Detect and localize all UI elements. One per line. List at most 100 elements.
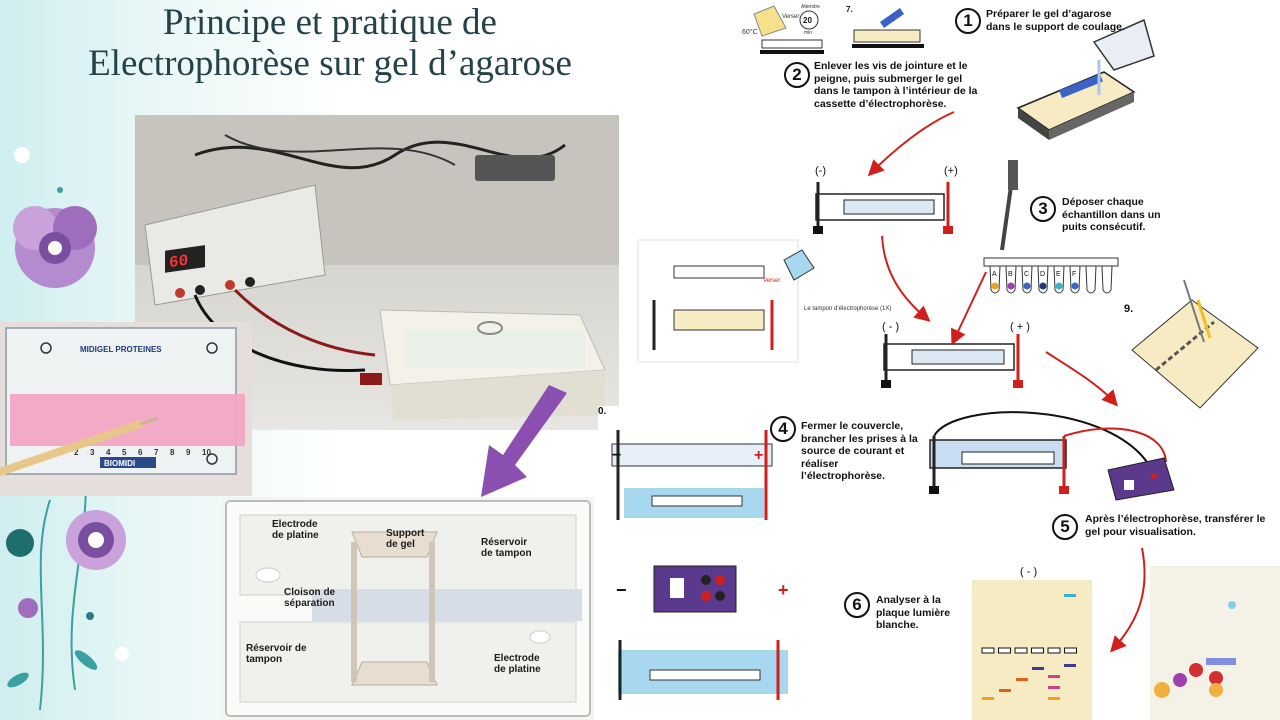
mini-min-unit: min	[804, 30, 812, 36]
procedure-diagram: 60°C Verser Attendre 20 min 7. A B C D E F	[598, 2, 1280, 720]
label-nine: 9.	[1124, 303, 1133, 315]
pole-neg-step2: (-)	[815, 165, 826, 177]
inset-plus: +	[754, 447, 763, 464]
photo-gel-plate: MIDIGEL PROTEINES BIOMIDI 12345678910	[0, 322, 252, 496]
gel-brand-top: MIDIGEL PROTEINES	[80, 345, 162, 354]
purple-pointer-arrow	[481, 385, 567, 497]
step-3-number: 3	[1030, 196, 1056, 222]
mini-verser: Verser	[782, 14, 799, 20]
arrow-step2-step3	[881, 235, 931, 322]
step-6-text: Analyser à la plaque lumière blanche.	[876, 594, 951, 631]
step-5-text: Après l’électrophorèse, transférer le ge…	[1085, 513, 1266, 538]
step-5-number: 5	[1052, 514, 1078, 540]
title-line-2: Electrophorèse sur gel d’agarose	[88, 43, 572, 84]
gel-tank-illustration	[225, 500, 591, 717]
pole-pos-step2: (+)	[944, 165, 958, 177]
sample-liquid	[1071, 282, 1079, 290]
label-cloison: Cloison de séparation	[284, 587, 336, 609]
pole-pos-step3: ( + )	[1010, 321, 1030, 333]
inset-lid-panel: 0. − +	[598, 406, 794, 540]
step-1-number: 1	[955, 8, 981, 34]
mini-seven: 7.	[846, 5, 853, 14]
lab-bench-illustration: 60	[135, 115, 619, 420]
gel-plate-illustration: MIDIGEL PROTEINES BIOMIDI 12345678910	[0, 322, 252, 496]
gel-brand-bottom: BIOMIDI	[104, 459, 135, 468]
gel-well	[1031, 647, 1044, 654]
gel-lane-number: 9	[186, 448, 191, 457]
label-reservoir-right: Réservoir de tampon	[481, 537, 532, 559]
label-support-gel: Support de gel	[386, 528, 425, 550]
gel-well	[1014, 647, 1028, 654]
inset-minus: −	[612, 447, 621, 464]
mini-attendre: Attendre	[801, 4, 820, 10]
inset-tampon: Le tampon d’électrophorèse (1X)	[804, 306, 891, 312]
gel-lane-number: 6	[138, 448, 143, 457]
tube-label: A	[992, 271, 997, 278]
step-2-number: 2	[784, 62, 810, 88]
tube-label: E	[1056, 271, 1061, 278]
inset-power-panel: − +	[598, 556, 798, 720]
cassette-step3	[881, 334, 1023, 388]
cassette-step2	[813, 182, 953, 234]
photo-gel-tank: Electrode de platine Support de gel Rése…	[222, 497, 594, 720]
gel-lane-number: 8	[170, 448, 175, 457]
gel-lane-number: 7	[154, 448, 159, 457]
tube-label: F	[1072, 271, 1076, 278]
gel-well	[981, 647, 995, 654]
sample-liquid	[1023, 282, 1031, 290]
mini-temp: 60°C	[742, 28, 758, 36]
gel-well	[998, 647, 1011, 654]
flower-top	[13, 206, 97, 288]
sample-tubes: A B C D E F	[983, 160, 1119, 294]
sample-liquid	[1039, 282, 1047, 290]
label-electrode-platine-bottom: Electrode de platine	[494, 653, 541, 675]
slide-title: Principe et pratique de Electrophorèse s…	[0, 2, 660, 84]
gel-lane-number: 5	[122, 448, 127, 457]
inset-verser: Verser	[763, 278, 780, 284]
sample-liquid	[1055, 282, 1063, 290]
step-2-text: Enlever les vis de jointure et le peigne…	[814, 60, 978, 110]
floral-decoration	[6, 147, 129, 711]
gel-lane-number: 2	[74, 448, 79, 457]
arrow-step3-step4	[1045, 351, 1118, 407]
step-3-text: Déposer chaque échantillon dans un puits…	[1062, 196, 1161, 233]
flower-middle	[66, 510, 126, 570]
result-gel-photo	[1150, 566, 1280, 720]
arrow-step1-step2	[867, 111, 955, 177]
gel-lane-number: 4	[106, 448, 111, 457]
gel-well	[1047, 647, 1061, 654]
sample-liquid	[1103, 282, 1111, 290]
inset-buffer-panel: Verser Le tampon d’électrophorèse (1X)	[637, 239, 891, 363]
mini-casting-sketch: 60°C Verser Attendre 20 min 7.	[740, 2, 924, 60]
gel-loading-sketch: 9.	[1124, 279, 1259, 409]
electrophoresis-setup	[929, 411, 1175, 501]
photo-lab-bench: 60	[135, 115, 619, 430]
sample-liquid	[991, 282, 999, 290]
step-4-text: Fermer le couvercle, brancher les prises…	[801, 420, 918, 482]
pole-neg-step3: ( - )	[882, 321, 900, 333]
sample-liquid	[1007, 282, 1015, 290]
title-line-1: Principe et pratique de	[163, 2, 497, 43]
step-1-text: Préparer le gel d’agarose dans le suppor…	[986, 8, 1125, 33]
step-6-number: 6	[844, 592, 870, 618]
dot-white	[14, 147, 30, 163]
gel-tank-photo	[360, 309, 606, 420]
label-zero: 0.	[598, 406, 607, 417]
tube-label: C	[1024, 271, 1029, 278]
pole-neg-result: ( - )	[1020, 566, 1038, 578]
gel-well	[1064, 647, 1077, 654]
label-electrode-platine-top: Electrode de platine	[272, 519, 319, 541]
arrow-tubes-cassette	[951, 271, 987, 346]
tube-label: D	[1040, 271, 1045, 278]
power-plus: +	[778, 580, 789, 600]
label-reservoir-left: Réservoir de tampon	[246, 643, 307, 665]
tube-label: B	[1008, 271, 1013, 278]
gel-lane-number: 3	[90, 448, 95, 457]
sample-liquid	[1087, 282, 1095, 290]
casting-tray	[1016, 18, 1155, 140]
mini-minutes: 20	[803, 16, 812, 25]
power-display: 60	[169, 252, 188, 273]
power-minus: −	[616, 580, 627, 600]
gel-lane-number: 10	[202, 448, 211, 457]
step-4-number: 4	[770, 416, 796, 442]
